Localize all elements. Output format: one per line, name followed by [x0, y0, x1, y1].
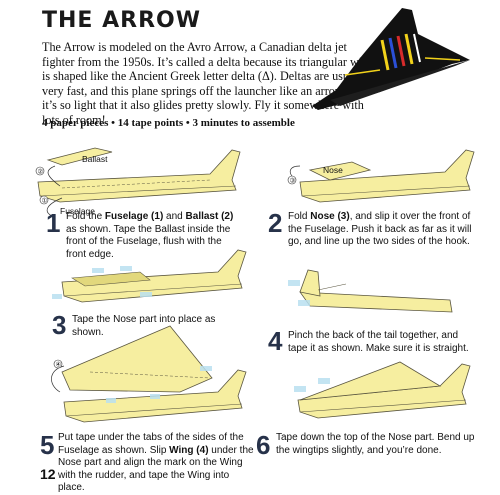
label-fuselage: Fuselage	[60, 206, 95, 216]
tape-strip	[298, 300, 310, 306]
step-6-number: 6	[256, 430, 271, 460]
assembly-meta: 4 paper pieces • 14 tape points • 3 minu…	[42, 117, 295, 129]
step-3-illustration	[52, 249, 247, 303]
tape-strip	[294, 386, 306, 392]
step-2-illustration: ③ Nose	[287, 149, 475, 203]
step-4-illustration	[288, 269, 453, 313]
label-circle-3: ③	[290, 177, 296, 185]
step-3-number: 3	[52, 310, 67, 340]
arrow-jet-photo	[312, 8, 470, 110]
step-5-illustration: ④	[51, 325, 247, 423]
tape-strip	[92, 268, 104, 273]
step-6-text: Tape down the top of the Nose part. Bend…	[276, 432, 475, 456]
page-number: 12	[40, 466, 56, 482]
step-5-number: 5	[40, 430, 55, 460]
page-title: THE ARROW	[42, 8, 201, 33]
step-3-text: Tape the Nose part into place as shown.	[72, 314, 216, 338]
step-6-illustration	[294, 361, 471, 419]
label-circle-4: ④	[56, 361, 62, 369]
step-1-text: Fold the Fuselage (1) and Ballast (2) as…	[66, 211, 234, 260]
tape-strip	[120, 266, 132, 271]
tape-strip	[150, 394, 160, 399]
tape-strip	[318, 378, 330, 384]
tape-strip	[52, 294, 62, 299]
step-4-number: 4	[268, 326, 283, 356]
tape-strip	[288, 280, 300, 286]
step-1-number: 1	[46, 208, 61, 238]
step-1-illustration: ② ① Ballast Fuselage	[35, 147, 241, 217]
tape-strip	[140, 292, 152, 297]
step-2-number: 2	[268, 208, 283, 238]
intro-paragraph: The Arrow is modeled on the Avro Arrow, …	[42, 40, 375, 127]
step-2-text: Fold Nose (3), and slip it over the fron…	[288, 211, 472, 248]
step-4-text: Pinch the back of the tail together, and…	[288, 330, 469, 354]
tape-strip	[106, 398, 116, 403]
label-ballast: Ballast	[82, 154, 108, 164]
step-5-text: Put tape under the tabs of the sides of …	[58, 432, 254, 494]
label-nose: Nose	[323, 165, 343, 175]
label-circle-1: ①	[42, 197, 48, 205]
tape-strip	[200, 366, 212, 371]
label-circle-2: ②	[38, 168, 44, 176]
